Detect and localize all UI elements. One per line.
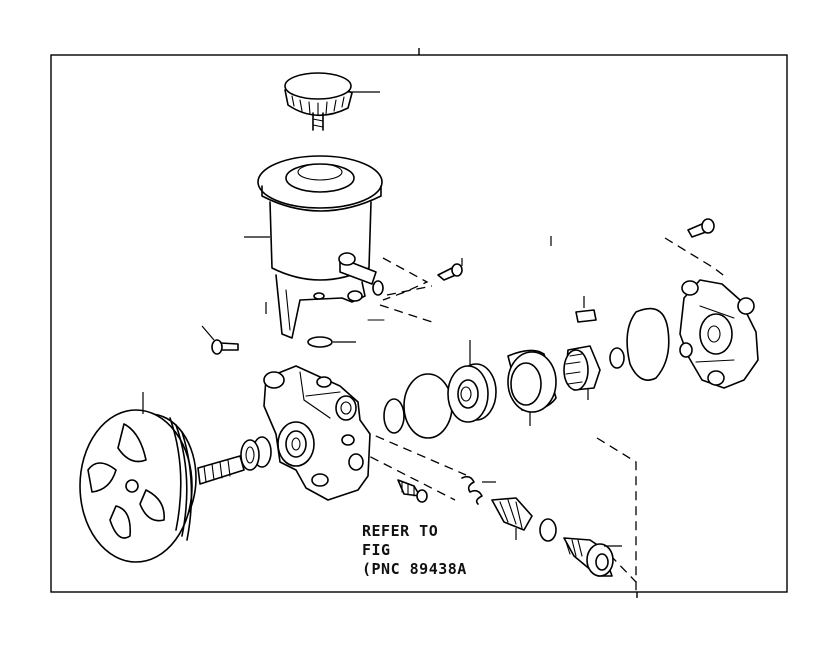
union-bolt (563, 537, 622, 577)
large-o-ring (403, 373, 453, 439)
reservoir-tank (244, 155, 384, 339)
valve-o-ring (539, 518, 557, 542)
small-o-ring (383, 398, 405, 434)
refer-note-line1: REFER TO (362, 522, 439, 540)
vane-plate (575, 296, 597, 323)
assembly-dash-lines (356, 237, 728, 592)
reservoir-bolt (437, 258, 463, 281)
refer-note-line3: (PNC 89438A (362, 560, 467, 578)
bracket-bolt (201, 325, 239, 355)
pressure-plate (447, 340, 497, 423)
reservoir-cap (284, 72, 380, 131)
rotor (563, 345, 601, 400)
pressure-sensor (397, 479, 428, 503)
tank-o-ring (307, 336, 356, 348)
pump-housing (263, 365, 371, 501)
cam-ring (507, 349, 557, 426)
valve-spring (461, 475, 496, 505)
shaft-oil-seal (240, 436, 272, 471)
pump-shaft (197, 455, 245, 485)
pump-pulley (79, 392, 197, 563)
rear-cover-bolt (687, 218, 715, 238)
flow-control-valve (491, 497, 533, 540)
label-ticks (367, 236, 552, 321)
rear-gasket (626, 307, 670, 381)
refer-note-line2: FIG (362, 541, 391, 559)
small-washer (609, 347, 625, 369)
rear-housing-cover (679, 279, 759, 389)
